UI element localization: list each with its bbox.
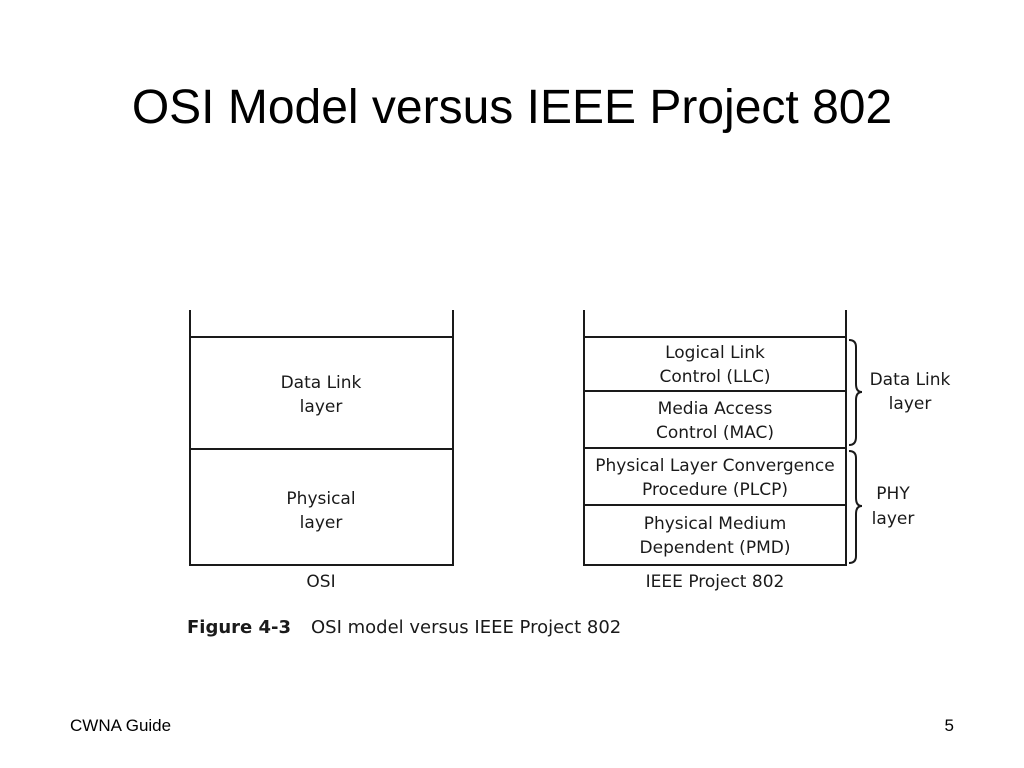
- ieee-mac-line1: Media Access: [658, 399, 773, 419]
- ieee-pmd-line2: Dependent (PMD): [640, 538, 791, 558]
- group-phy-line1: PHY: [876, 484, 910, 504]
- ieee-pmd-line1: Physical Medium: [644, 514, 787, 534]
- osi-datalink-line1: Data Link: [281, 373, 362, 393]
- phy-brace: [848, 450, 863, 564]
- slide-title: OSI Model versus IEEE Project 802: [131, 81, 893, 134]
- group-phy-line2: layer: [872, 509, 915, 529]
- osi-column-label: OSI: [306, 572, 335, 592]
- ieee-column: Logical Link Control (LLC) Media Access …: [583, 310, 847, 592]
- footer-page-number: 5: [944, 716, 954, 735]
- osi-datalink-line2: layer: [300, 397, 343, 417]
- ieee-llc-line1: Logical Link: [665, 343, 765, 363]
- ieee-llc-line2: Control (LLC): [660, 367, 771, 387]
- group-datalink-line1: Data Link: [870, 370, 951, 390]
- osi-physical-line2: layer: [300, 513, 343, 533]
- figure-caption-number: Figure 4-3: [187, 617, 291, 638]
- ieee-plcp-line1: Physical Layer Convergence: [595, 456, 834, 476]
- ieee-plcp-line2: Procedure (PLCP): [642, 480, 788, 500]
- osi-column: Data Link layer Physical layer OSI: [189, 310, 454, 592]
- ieee-mac-line2: Control (MAC): [656, 423, 774, 443]
- osi-physical-line1: Physical: [286, 489, 355, 509]
- ieee-column-label: IEEE Project 802: [646, 572, 785, 592]
- group-datalink-line2: layer: [889, 394, 932, 414]
- footer-course-label: CWNA Guide: [70, 716, 172, 735]
- datalink-brace: [848, 339, 863, 446]
- figure-caption-text: OSI model versus IEEE Project 802: [311, 617, 621, 638]
